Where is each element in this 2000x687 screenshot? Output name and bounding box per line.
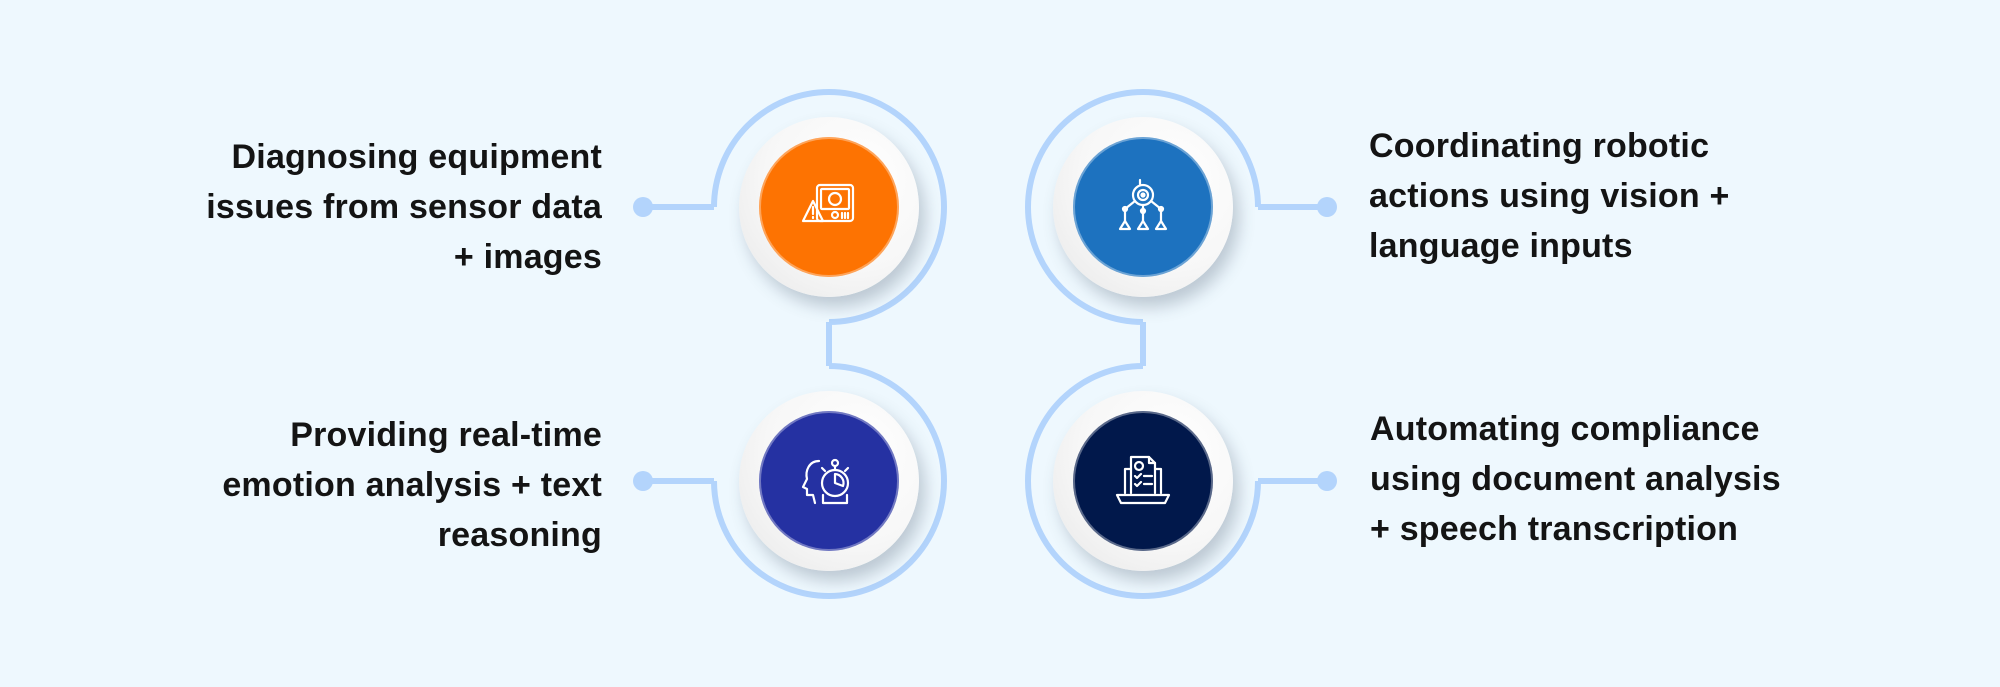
node-bottom-left	[739, 391, 919, 571]
robot-icon	[1118, 178, 1168, 231]
label-line: + images	[453, 238, 602, 276]
label-line: issues from sensor data	[206, 188, 602, 226]
node-bottom-right	[1053, 391, 1233, 571]
label-top-right: Coordinating robotic actions using visio…	[1369, 121, 1730, 271]
node-core-navy	[1073, 411, 1213, 551]
label-line: Coordinating robotic	[1369, 127, 1710, 165]
label-line: language inputs	[1369, 227, 1633, 265]
node-core-indigo	[759, 411, 899, 551]
head-emotion-gauge-icon	[801, 458, 850, 505]
ring-bottom-right	[1025, 363, 1261, 599]
label-line: using document analysis	[1370, 460, 1781, 498]
dot-bottom-right	[1317, 471, 1337, 491]
label-line: Diagnosing equipment	[231, 138, 602, 176]
ring-top-right	[1025, 89, 1261, 325]
dot-top-left	[633, 197, 653, 217]
ring-top-left	[711, 89, 947, 325]
dot-top-right	[1317, 197, 1337, 217]
label-line: actions using vision +	[1369, 177, 1730, 215]
label-line: Providing real-time	[290, 416, 602, 454]
label-line: Automating compliance	[1370, 410, 1760, 448]
equipment-warning-icon	[801, 183, 855, 223]
label-line: reasoning	[437, 516, 602, 554]
label-top-left: Diagnosing equipment issues from sensor …	[206, 132, 602, 282]
label-bottom-right: Automating compliance using document ana…	[1370, 404, 1781, 554]
label-line: + speech transcription	[1370, 510, 1739, 548]
ring-bottom-left	[711, 363, 947, 599]
label-line: emotion analysis + text	[222, 466, 602, 504]
node-core-orange	[759, 137, 899, 277]
node-top-left	[739, 117, 919, 297]
node-top-right	[1053, 117, 1233, 297]
dot-bottom-left	[633, 471, 653, 491]
document-compliance-laptop-icon	[1115, 455, 1171, 505]
node-core-blue	[1073, 137, 1213, 277]
label-bottom-left: Providing real-time emotion analysis + t…	[222, 410, 602, 560]
